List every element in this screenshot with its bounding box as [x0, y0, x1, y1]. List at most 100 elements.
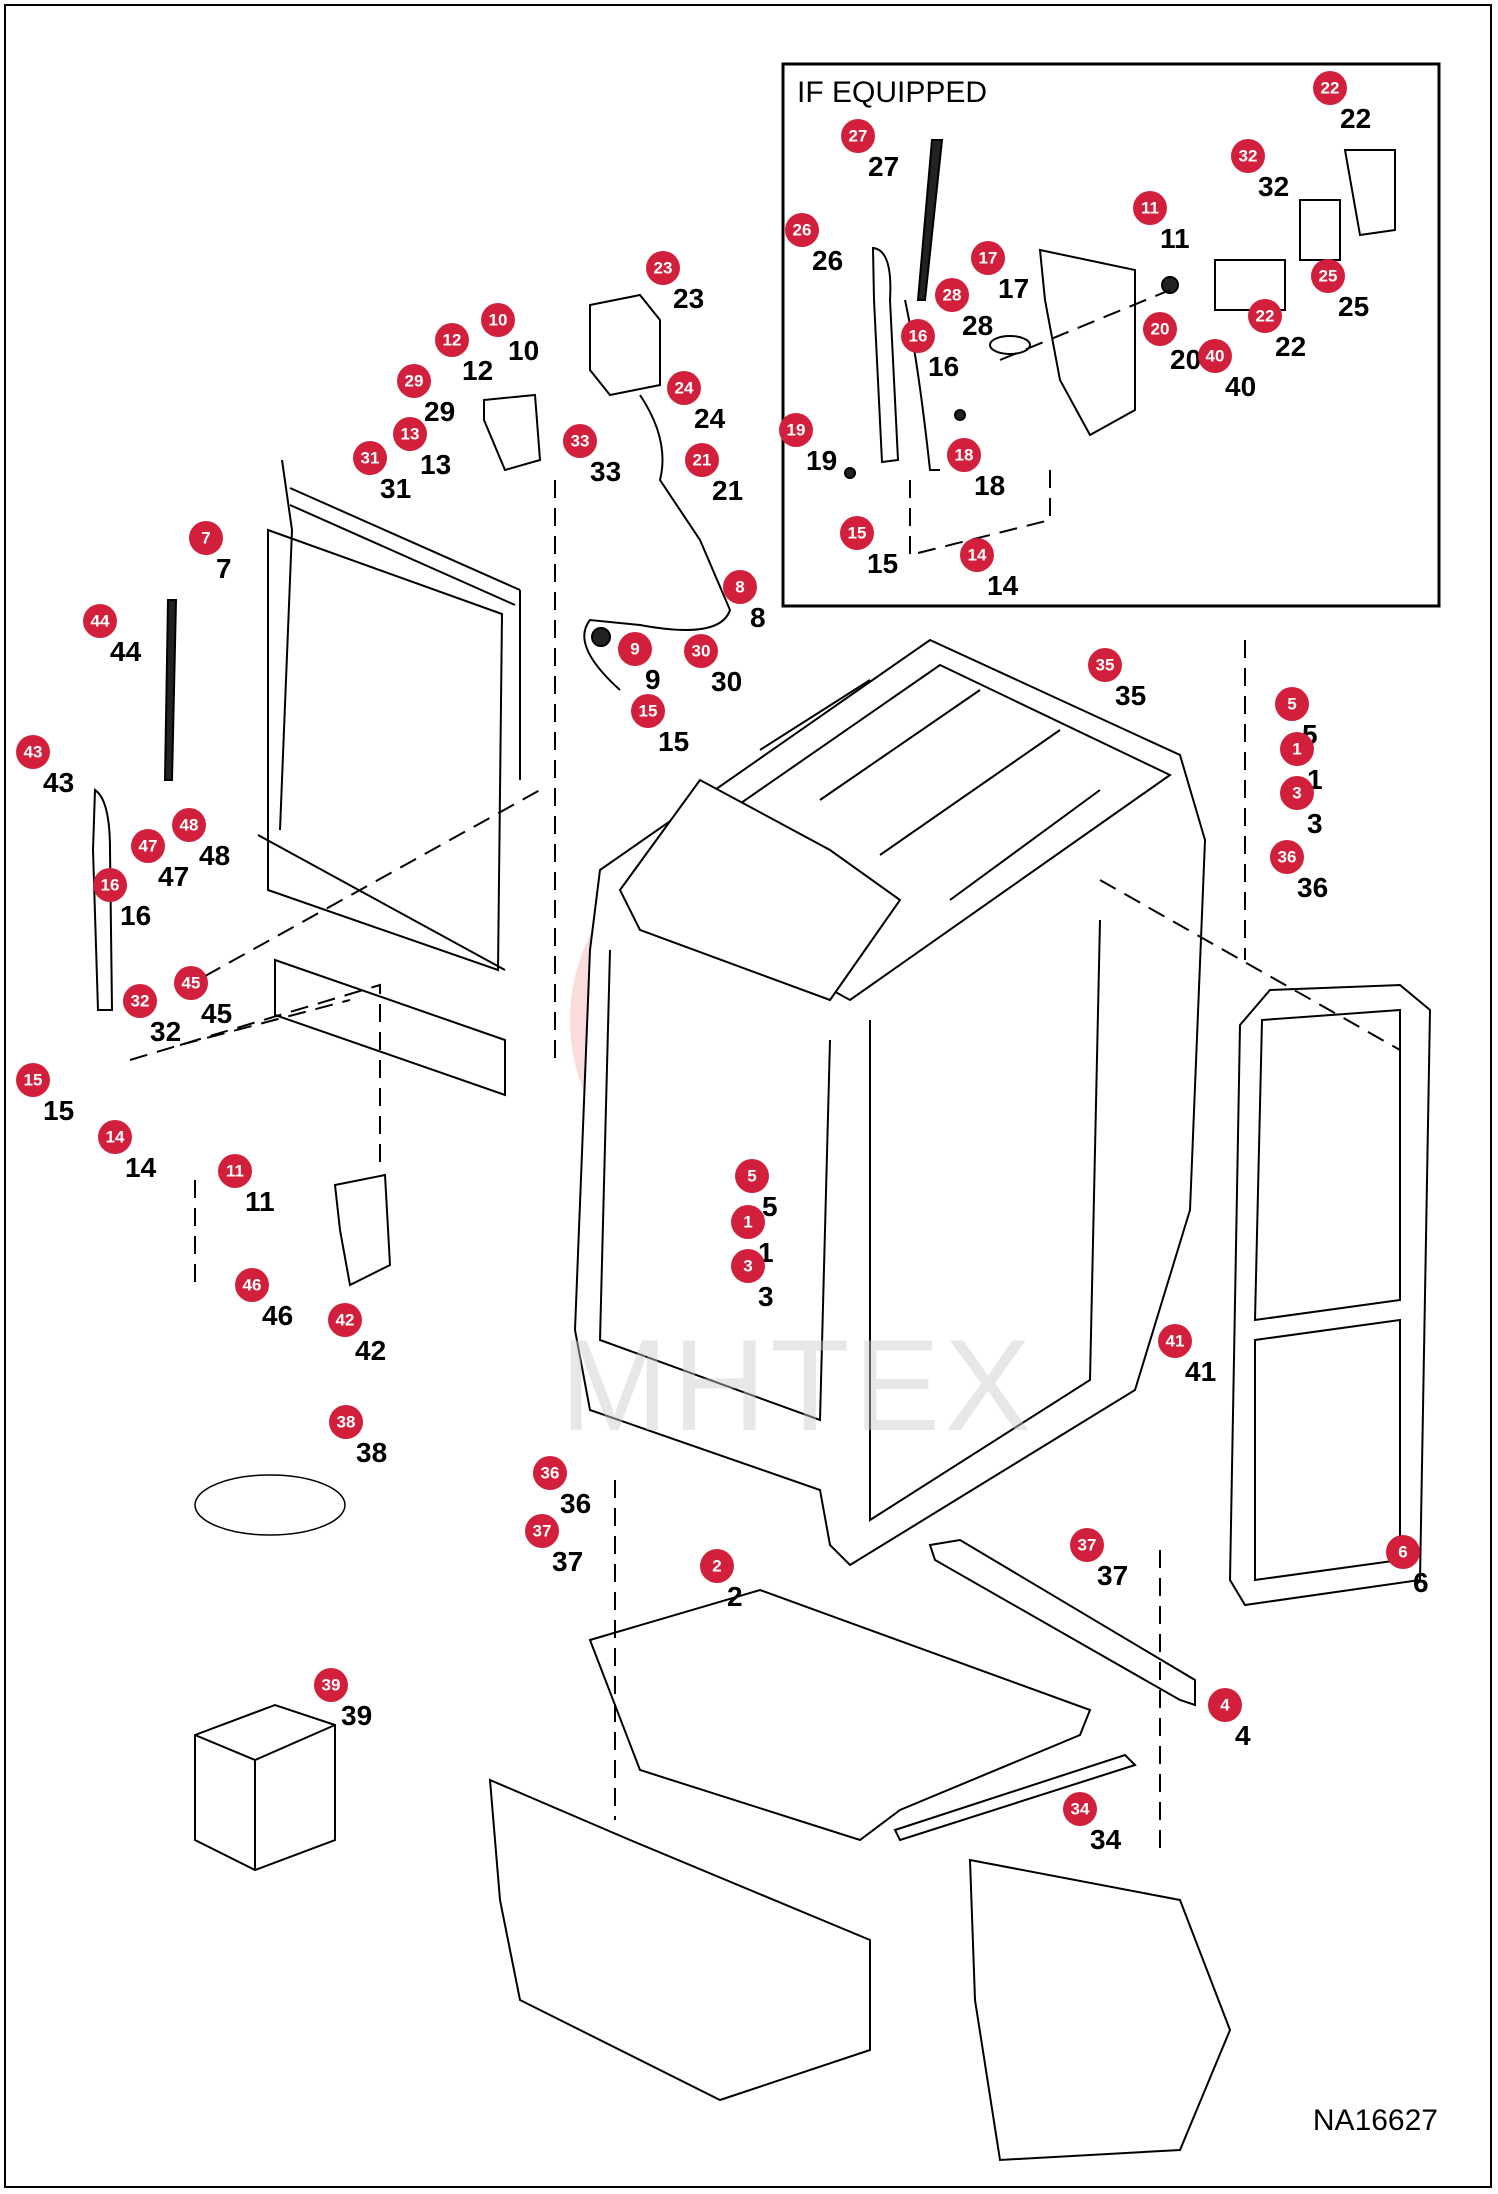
- callout-badge-label: 36: [541, 1464, 560, 1483]
- inset-screw: [844, 467, 856, 479]
- callout-badge: [1248, 299, 1282, 333]
- callout-badge: [947, 438, 981, 472]
- callout-number: 17: [998, 273, 1029, 304]
- callout-badge-label: 2: [712, 1557, 721, 1576]
- inset-wiper-arm: [871, 246, 900, 464]
- callout-badge-label: 14: [968, 546, 987, 565]
- callout-badge: [1386, 1535, 1420, 1569]
- callout-number: 44: [110, 636, 142, 667]
- callout-badge-label: 20: [1151, 320, 1170, 339]
- inset-title: IF EQUIPPED: [797, 76, 988, 109]
- callout-number: 40: [1225, 371, 1256, 402]
- callout-number: 48: [199, 840, 230, 871]
- callout-badge: [1231, 139, 1265, 173]
- callout-badge-label: 5: [1287, 695, 1296, 714]
- callout-number: 39: [341, 1700, 372, 1731]
- callout-number: 28: [962, 310, 993, 341]
- callout-badge: [1158, 1324, 1192, 1358]
- cab-roof-ribs: [759, 679, 1101, 901]
- callout-badge: [329, 1405, 363, 1439]
- callout-badge: [1063, 1792, 1097, 1826]
- callout-badge-label: 13: [401, 425, 420, 444]
- callout-number: 36: [560, 1488, 591, 1519]
- callout-badge-label: 8: [735, 578, 744, 597]
- callout-badge-label: 12: [443, 331, 462, 350]
- callout-number: 15: [867, 548, 898, 579]
- upperstructure-frame: [488, 1778, 871, 2102]
- callout-badge: [525, 1514, 559, 1548]
- callout-badge-label: 37: [1078, 1536, 1097, 1555]
- callout-number: 16: [120, 900, 151, 931]
- callout-badge-label: 46: [243, 1276, 262, 1295]
- callout-number: 4: [1235, 1720, 1251, 1751]
- callout-number: 18: [974, 470, 1005, 501]
- callout-badge: [1133, 191, 1167, 225]
- lower-window-glass: [274, 958, 506, 1097]
- callout-badge-label: 38: [337, 1413, 356, 1432]
- callout-badge: [328, 1303, 362, 1337]
- callout-badge: [172, 808, 206, 842]
- inset-washer: [989, 335, 1031, 355]
- callout-badge: [971, 241, 1005, 275]
- callout-number: 35: [1115, 680, 1146, 711]
- door-seal: [194, 1474, 346, 1536]
- front-window-frame-top: [289, 487, 521, 606]
- reservoir-bracket: [483, 393, 542, 472]
- callout-badge-label: 22: [1256, 307, 1275, 326]
- callout-badge-label: 1: [743, 1213, 752, 1232]
- callout-7: 77: [189, 521, 232, 584]
- callout-badge: [393, 417, 427, 451]
- callout-badge-label: 27: [849, 127, 868, 146]
- callout-badge-label: 47: [139, 837, 158, 856]
- callout-badge: [563, 424, 597, 458]
- callout-badge: [1070, 1528, 1104, 1562]
- callout-badge-label: 40: [1206, 347, 1225, 366]
- callout-2: 22: [700, 1549, 743, 1612]
- callout-badge: [841, 119, 875, 153]
- callout-badge-label: 1: [1292, 740, 1301, 759]
- callout-number: 15: [43, 1095, 74, 1126]
- callout-badge: [779, 413, 813, 447]
- callout-badge: [735, 1159, 769, 1193]
- callout-number: 8: [750, 602, 766, 633]
- callout-badge: [1143, 312, 1177, 346]
- callout-number: 27: [868, 151, 899, 182]
- callout-badge: [731, 1205, 765, 1239]
- callout-number: 20: [1170, 344, 1201, 375]
- callout-badge-label: 5: [747, 1167, 756, 1186]
- callout-badge-label: 3: [1292, 784, 1301, 803]
- callout-badge: [93, 868, 127, 902]
- callout-badge: [481, 303, 515, 337]
- callout-number: 33: [590, 456, 621, 487]
- callout-number: 34: [1090, 1824, 1122, 1855]
- cab-shell: [573, 638, 1207, 1567]
- callout-badge-label: 29: [405, 372, 424, 391]
- callout-number: 46: [262, 1300, 293, 1331]
- callout-number: 32: [1258, 171, 1289, 202]
- callout-badge: [131, 829, 165, 863]
- callout-badge: [731, 1249, 765, 1283]
- callout-badge-label: 15: [639, 702, 658, 721]
- callout-number: 10: [508, 335, 539, 366]
- callout-6: 66: [1386, 1535, 1429, 1598]
- callout-badge-label: 7: [201, 529, 210, 548]
- callout-badge-label: 36: [1278, 848, 1297, 867]
- callout-number: 3: [758, 1281, 774, 1312]
- callout-badge: [533, 1456, 567, 1490]
- callout-badge-label: 18: [955, 446, 974, 465]
